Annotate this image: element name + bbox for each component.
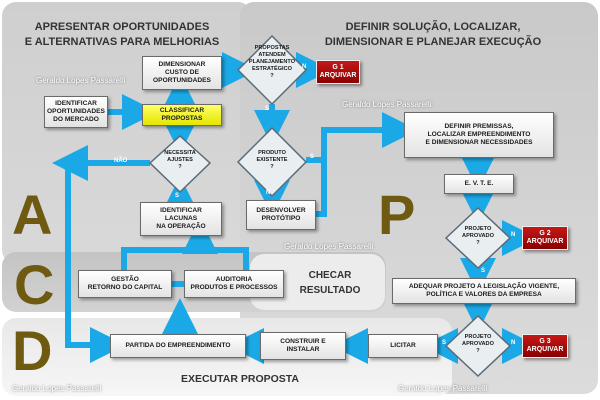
heading-executar: EXECUTAR PROPOSTA [180,373,300,385]
branch-label-n: N [511,340,516,346]
branch-label-s: S [481,268,486,274]
box-identificar-oportunidades: IDENTIFICAR OPORTUNIDADES DO MERCADO [44,96,108,128]
branch-label-nao: NÃO [114,158,128,164]
gate-g3-title: G 3 [539,338,551,345]
watermark: Geraldo Lopes Passarelli [342,100,432,109]
gate-g1: G 1 ARQUIVAR [316,60,360,84]
letter-c: C [14,253,55,316]
heading-definir: DEFINIR SOLUÇÃO, LOCALIZAR, DIMENSIONAR … [324,21,542,48]
gate-g2-title: G 2 [539,230,551,237]
arrow [65,160,126,363]
letter-p: P [378,183,416,246]
branch-label-n: N [266,190,271,196]
heading-checar: CHECAR RESULTADO [299,270,361,296]
box-construir-instalar: CONSTRUIR E INSTALAR [260,332,346,360]
decision-produto-label: PRODUTO EXISTENTE ? [256,150,288,170]
letter-a: A [12,183,53,246]
gate-g2-action: ARQUIVAR [526,238,564,245]
decision-projeto1-label: PROJETO APROVADO ? [462,226,494,246]
box-gestao-retorno: GESTÃO RETORNO DO CAPITAL [78,270,172,298]
watermark: Geraldo Lopes Passarelli [284,242,374,251]
box-auditoria: AUDITORIA PRODUTOS E PROCESSOS [184,270,284,298]
gate-g2: G 2 ARQUIVAR [522,226,568,250]
box-adequar-projeto: ADEQUAR PROJETO A LEGISLAÇÃO VIGENTE, PO… [392,278,576,304]
arrow [316,160,327,217]
branch-label-s: S [310,154,315,160]
decision-projeto1 [444,206,512,270]
gate-g3-action: ARQUIVAR [526,346,564,353]
box-licitar: LICITAR [368,334,438,358]
gate-g1-title: G 1 [332,64,344,71]
branch-label-s: S [265,106,270,112]
branch-label-s: S [175,193,180,199]
branch-label-n: N [511,232,516,238]
watermark: Geraldo Lopes Passarelli [398,384,488,393]
box-definir-premissas: DEFINIR PREMISSAS, LOCALIZAR EMPREENDIME… [404,112,554,158]
arrow [200,247,249,270]
watermark: Geraldo Lopes Passarelli [12,384,102,393]
branch-label-s: S [442,340,447,346]
letter-d: D [12,319,53,382]
decision-necessita [148,134,212,194]
decision-projeto2-label: PROJETO APROVADO ? [462,334,494,354]
box-evte: E. V. T. E. [444,174,514,194]
gate-g1-action: ARQUIVAR [319,72,357,79]
box-dimensionar-custo: DIMENSIONAR CUSTO DE OPORTUNIDADES [142,56,222,90]
box-identificar-lacunas: IDENTIFICAR LACUNAS NA OPERAÇÃO [140,202,222,236]
gate-g3: G 3 ARQUIVAR [522,334,568,358]
decision-propostas [236,34,308,106]
decision-necessita-label: NECESSITA AJUSTES ? [164,150,196,170]
decision-propostas-label: PROPOSTAS ATENDEM PLANEJAMENTO ESTRATÉGI… [248,45,296,79]
box-desenvolver-prototipo: DESENVOLVER PROTÓTIPO [246,200,316,230]
heading-apresentar: APRESENTAR OPORTUNIDADES E ALTERNATIVAS … [24,21,220,48]
branch-label-n: N [302,64,307,70]
decision-produto [236,126,308,198]
watermark: Geraldo Lopes Passarelli [36,76,126,85]
arrow [121,218,218,270]
box-partida-empreendimento: PARTIDA DO EMPREENDIMENTO [110,334,246,358]
arrow [306,112,418,163]
box-classificar-propostas: CLASSIFICAR PROPOSTAS [142,104,222,126]
decision-projeto2 [444,314,512,378]
